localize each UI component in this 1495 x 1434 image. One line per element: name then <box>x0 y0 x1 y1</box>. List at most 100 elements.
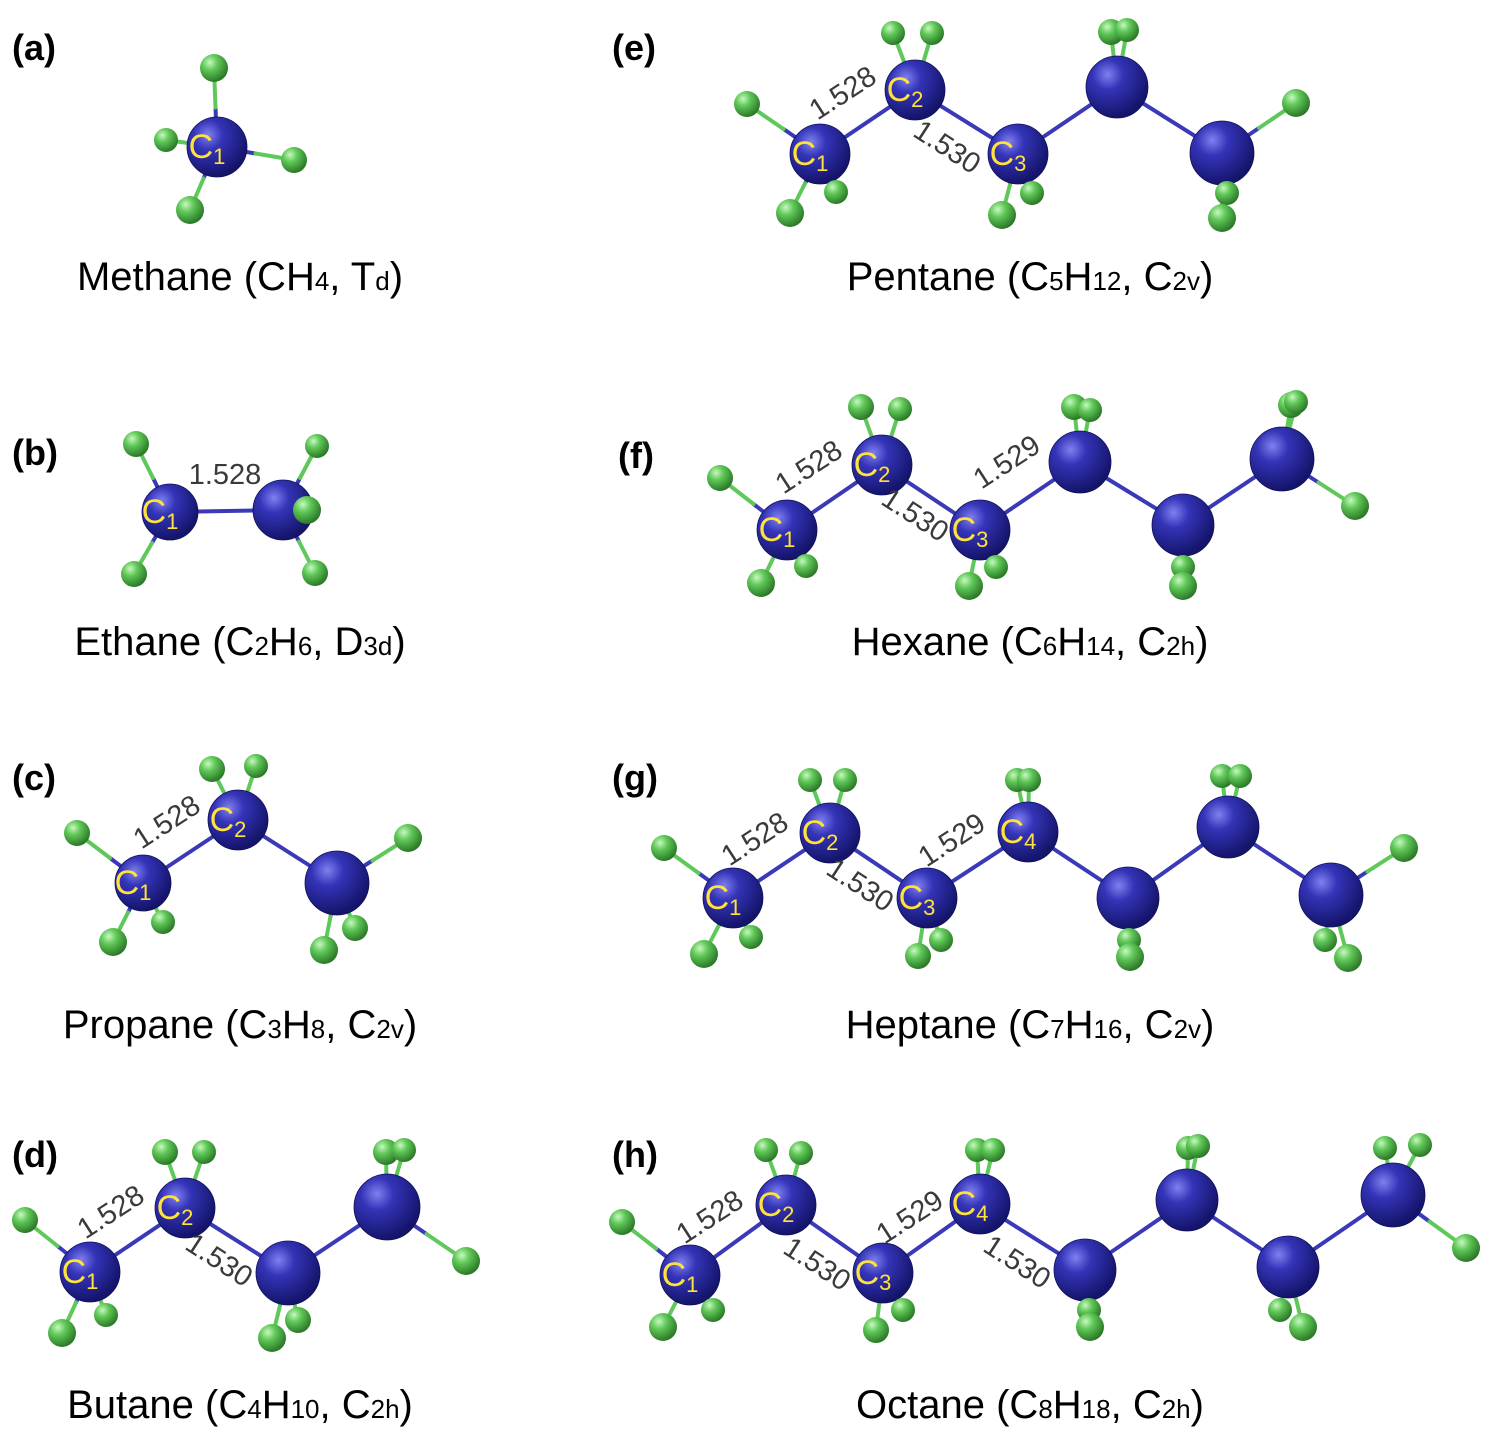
hydrogen-atom-hexane-1 <box>707 465 733 491</box>
atom-label-propane-c1: C1 <box>115 864 152 905</box>
hydrogen-atom-hexane-10 <box>794 554 818 578</box>
hydrogen-atom-ethane-3 <box>293 496 321 524</box>
formula-subscript: 2v <box>376 1014 403 1044</box>
formula-subscript: 4 <box>247 1394 261 1424</box>
bond-length-label-butane-1: 1.528 <box>72 1179 150 1245</box>
hydrogen-atom-heptane-5 <box>1017 768 1041 792</box>
carbon-atom-methane-1 <box>186 116 248 178</box>
atom-label-ethane-c1: C1 <box>142 493 179 534</box>
hydrogen-atom-butane-8 <box>94 1303 118 1327</box>
formula-part: H <box>1064 255 1093 299</box>
formula-part: (C <box>1008 1003 1050 1047</box>
hydrogen-atom-heptane-11 <box>905 943 931 969</box>
atom-label-heptane-c4: C4 <box>1000 813 1037 854</box>
hydrogen-atom-pentane-1 <box>734 91 760 117</box>
molecule-name: Octane <box>856 1383 996 1427</box>
carbon-atom-butane-3 <box>255 1240 321 1306</box>
bond-length-label-propane-1: 1.528 <box>128 789 206 855</box>
formula-part: , C <box>325 1003 376 1047</box>
bond-length-label-heptane-2: 1.530 <box>821 852 899 918</box>
hydrogen-atom-pentane-8 <box>824 180 848 204</box>
hydrogen-atom-octane-8 <box>1373 1136 1397 1160</box>
hydrogen-atom-propane-2 <box>199 756 225 782</box>
formula-subscript: 2v <box>1174 1014 1201 1044</box>
formula-part: , D <box>312 620 363 664</box>
hydrogen-atom-hexane-8 <box>1341 492 1369 520</box>
formula-part: ) <box>1200 255 1213 299</box>
caption-hexane: Hexane (C6H14, C2h) <box>852 620 1209 664</box>
formula-subscript: 7 <box>1050 1014 1064 1044</box>
atom-label-index: 3 <box>923 895 935 920</box>
carbon-atom-octane-6 <box>1155 1168 1219 1232</box>
formula-part: , C <box>1111 1383 1162 1427</box>
hydrogen-atom-octane-5 <box>981 1138 1005 1162</box>
atom-label-butane-c2: C2 <box>157 1189 194 1230</box>
carbon-atom-octane-5 <box>1053 1238 1117 1302</box>
hydrogen-atom-pentane-9 <box>988 201 1016 229</box>
carbon-atom-butane-2 <box>154 1177 216 1239</box>
hydrogen-atom-heptane-3 <box>833 768 857 792</box>
hydrogen-atom-propane-1 <box>64 820 90 846</box>
hydrogen-atom-octane-14 <box>891 1298 915 1322</box>
atom-label-element: C <box>758 1186 783 1224</box>
formula-part: ) <box>1195 620 1208 664</box>
formula-subscript: 2v <box>1172 266 1199 296</box>
atom-label-index: 3 <box>976 527 988 552</box>
carbon-atom-hexane-6 <box>1249 426 1315 492</box>
hydrogen-atom-octane-13 <box>863 1317 889 1343</box>
formula-part: ) <box>390 255 403 299</box>
formula-part: ) <box>404 1003 417 1047</box>
hydrogen-atom-butane-7 <box>48 1319 76 1347</box>
hydrogen-atom-octane-11 <box>649 1313 677 1341</box>
formula-part: H <box>269 620 298 664</box>
hydrogen-atom-propane-5 <box>99 928 127 956</box>
carbon-atom-hexane-5 <box>1151 493 1215 557</box>
formula-subscript: 6 <box>1043 631 1057 661</box>
formula-part: ) <box>400 1383 413 1427</box>
carbon-atom-octane-2 <box>755 1174 817 1236</box>
carbon-atom-heptane-1 <box>702 867 764 929</box>
hydrogen-atom-hexane-7 <box>1284 390 1308 414</box>
carbon-atom-propane-3 <box>304 850 370 916</box>
atom-label-element: C <box>210 801 235 839</box>
formula-part: , C <box>1121 255 1172 299</box>
formula-part: (C <box>996 1383 1038 1427</box>
atom-label-index: 4 <box>976 1201 988 1226</box>
formula-subscript: 8 <box>311 1014 325 1044</box>
molecule-name: Methane <box>77 255 244 299</box>
hydrogen-atom-propane-7 <box>310 936 338 964</box>
atom-label-index: 1 <box>86 1269 98 1294</box>
atom-label-butane-c1: C1 <box>62 1253 99 1294</box>
carbon-atom-heptane-5 <box>1096 866 1160 930</box>
hydrogen-atom-octane-17 <box>1268 1298 1292 1322</box>
carbon-atom-octane-4 <box>949 1173 1011 1235</box>
formula-subscript: d <box>375 266 389 296</box>
hydrogen-atom-hexane-13 <box>1171 555 1195 579</box>
hydrogen-atom-hexane-2 <box>848 394 874 420</box>
hydrogen-atom-heptane-6 <box>1210 764 1234 788</box>
atom-label-element: C <box>990 135 1015 173</box>
hydrogen-atom-octane-12 <box>701 1298 725 1322</box>
atom-label-octane-c1: C1 <box>662 1256 699 1297</box>
carbon-atom-octane-1 <box>659 1244 721 1306</box>
atom-label-element: C <box>854 446 879 484</box>
hydrogen-atom-pentane-10 <box>1020 181 1044 205</box>
panel-letter-c: (c) <box>12 757 56 798</box>
carbon-atom-octane-8 <box>1360 1162 1426 1228</box>
formula-part: (C <box>225 1003 267 1047</box>
atom-label-index: 2 <box>826 830 838 855</box>
hydrogen-atom-propane-4 <box>394 824 422 852</box>
molecule-name: Propane <box>63 1003 225 1047</box>
formula-subscript: 16 <box>1094 1014 1123 1044</box>
bond-length-label-butane-2: 1.530 <box>180 1227 258 1293</box>
panel-letter-e: (e) <box>612 27 656 68</box>
formula-part: H <box>282 1003 311 1047</box>
atom-label-element: C <box>899 879 924 917</box>
hydrogen-atom-hexane-5 <box>1078 398 1102 422</box>
formula-part: ) <box>1191 1383 1204 1427</box>
carbon-atom-heptane-7 <box>1298 862 1364 928</box>
hydrogen-atom-methane-1 <box>200 54 228 82</box>
formula-part: , C <box>1122 1003 1173 1047</box>
caption-ethane: Ethane (C2H6, D3d) <box>74 620 405 664</box>
carbon-atom-pentane-3 <box>987 123 1049 185</box>
